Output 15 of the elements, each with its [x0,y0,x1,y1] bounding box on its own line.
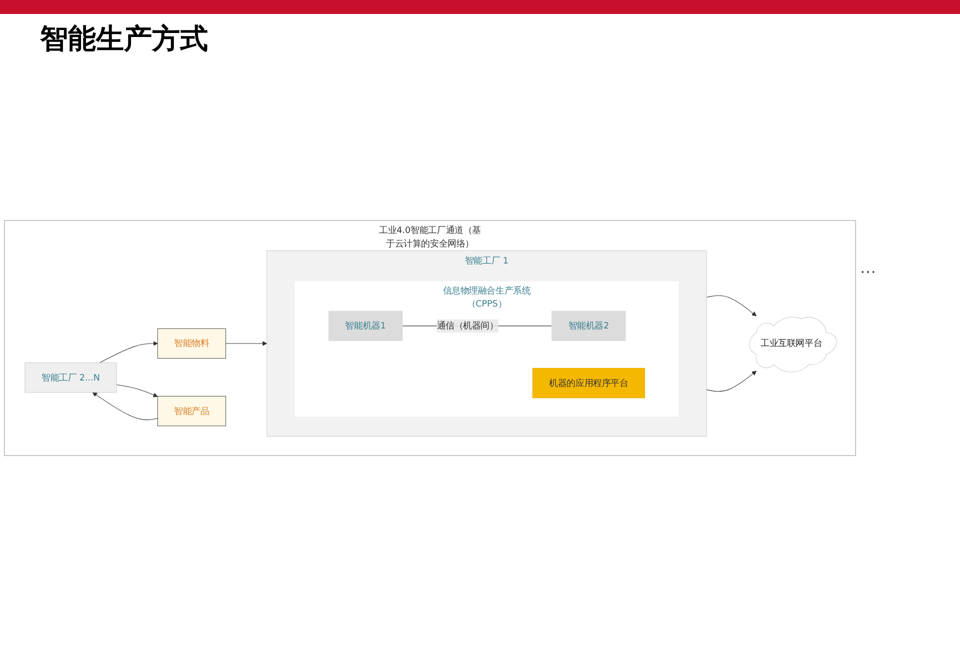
arrow [99,341,158,363]
arrow [116,384,158,398]
node-box: 智能产品 [157,396,226,426]
arrow [92,392,158,420]
arrow [706,370,757,392]
node-box: 智能工厂 2...N [24,362,117,393]
note-text: … [860,258,876,277]
page-title: 智能生产方式 [40,21,209,57]
node-box: 智能机器1 [328,310,403,342]
arrow [706,295,757,316]
edge-label: 通信（机器间） [436,320,498,331]
node-box: 智能机器2 [552,310,626,342]
node-box: 机器的应用程序平台 [532,368,645,398]
arrow [225,341,268,346]
node-box: 智能物料 [157,328,226,359]
